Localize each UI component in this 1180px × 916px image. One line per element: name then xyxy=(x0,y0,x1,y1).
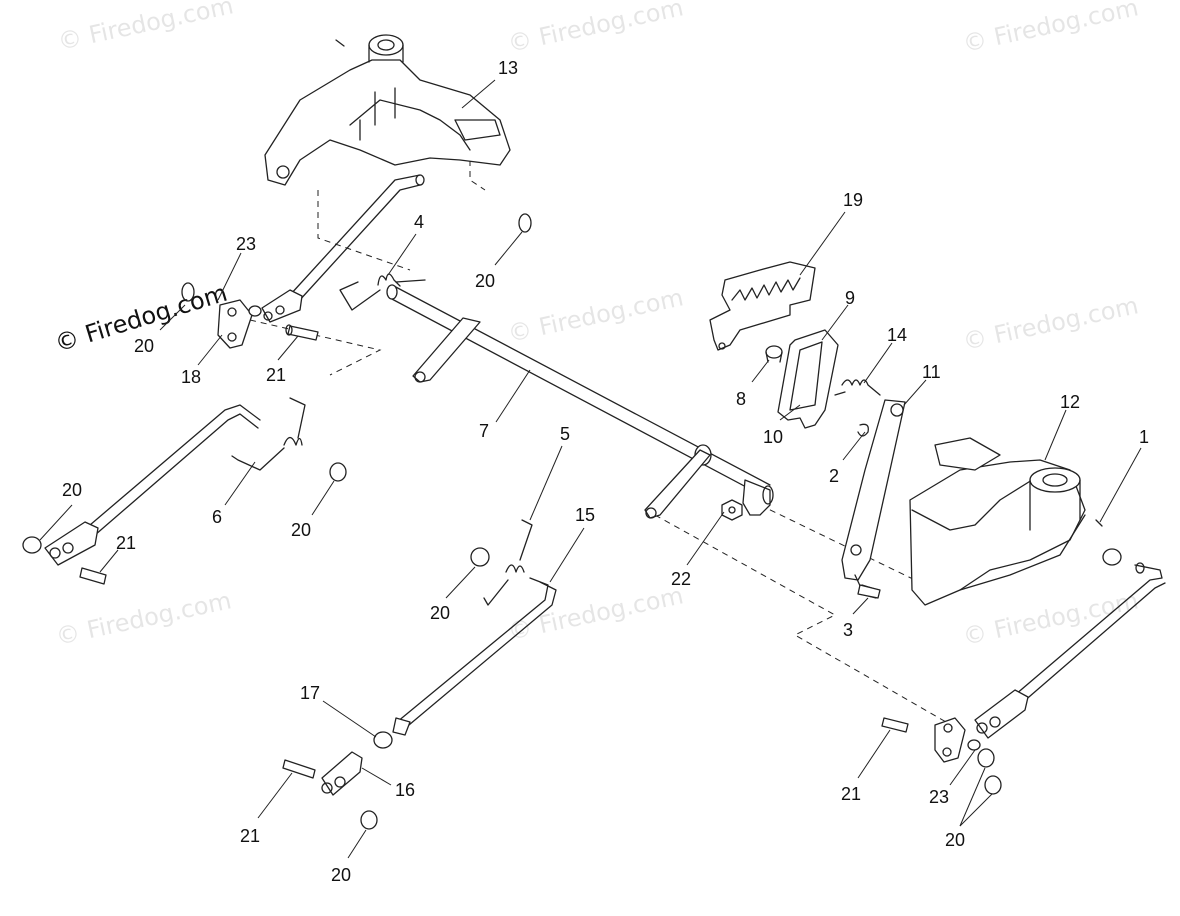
callout-20: 20 xyxy=(134,336,154,356)
rod-left xyxy=(22,404,261,566)
clevis-lower xyxy=(321,751,363,796)
watermark: © Firedog.com xyxy=(53,586,233,651)
callout-11: 11 xyxy=(922,362,941,382)
rod-right xyxy=(974,548,1166,739)
callout-10: 10 xyxy=(763,427,783,447)
watermark: © Firedog.com xyxy=(505,283,685,348)
callout-1: 1 xyxy=(1139,427,1149,447)
assembly-guides xyxy=(249,160,961,731)
bushing xyxy=(765,345,783,363)
pedal-spring xyxy=(834,379,881,396)
callout-21: 21 xyxy=(841,784,861,804)
retaining-ring xyxy=(181,282,195,302)
clevis-plate-right xyxy=(934,717,981,763)
torsion-spring-left xyxy=(231,397,306,471)
clevis-pin xyxy=(285,324,319,341)
callout-14: 14 xyxy=(887,325,907,345)
torsion-spring-upper xyxy=(339,273,426,311)
guide-line xyxy=(654,514,961,731)
retaining-ring xyxy=(329,462,347,482)
clevis-pin xyxy=(282,759,316,779)
watermark: © Firedog.com xyxy=(960,586,1140,651)
hairpin-clip xyxy=(857,423,869,437)
callout-3: 3 xyxy=(843,620,853,640)
callout-18: 18 xyxy=(181,367,201,387)
callout-16: 16 xyxy=(395,780,415,800)
callout-13: 13 xyxy=(498,58,518,78)
callout-20: 20 xyxy=(945,830,965,850)
retaining-ring xyxy=(984,775,1002,795)
jam-nut xyxy=(373,731,393,749)
callout-20: 20 xyxy=(62,480,82,500)
callout-6: 6 xyxy=(212,507,222,527)
rod-upper-left xyxy=(261,174,425,323)
callout-21: 21 xyxy=(240,826,260,846)
callout-20: 20 xyxy=(291,520,311,540)
bracket-right xyxy=(909,437,1103,606)
watermark: © Firedog.com xyxy=(960,291,1140,356)
callout-20: 20 xyxy=(475,271,495,291)
clevis-pin xyxy=(79,567,107,585)
callout-8: 8 xyxy=(736,389,746,409)
retaining-ring xyxy=(977,748,995,768)
watermark: © Firedog.com xyxy=(55,0,235,56)
leader-lines xyxy=(39,79,1142,859)
callout-20: 20 xyxy=(430,603,450,623)
callout-23: 23 xyxy=(236,234,256,254)
hex-nut xyxy=(721,499,743,521)
retaining-ring xyxy=(360,810,378,830)
clevis-plate-left xyxy=(217,299,262,349)
callout-21: 21 xyxy=(266,365,286,385)
bracket-left xyxy=(264,34,511,186)
guide-line xyxy=(469,160,486,191)
callout-15: 15 xyxy=(575,505,595,525)
torsion-spring-mid xyxy=(483,519,533,606)
rod-lower xyxy=(392,577,557,736)
callout-9: 9 xyxy=(845,288,855,308)
retaining-ring xyxy=(470,547,490,567)
pedal-pad xyxy=(777,329,839,429)
bolt xyxy=(857,584,881,599)
callout-7: 7 xyxy=(479,421,489,441)
watermark: © Firedog.com xyxy=(505,0,685,58)
toothed-plate xyxy=(709,261,816,351)
callout-4: 4 xyxy=(414,212,424,232)
callout-12: 12 xyxy=(1060,392,1080,412)
callout-17: 17 xyxy=(300,683,320,703)
callout-21: 21 xyxy=(116,533,136,553)
lever-arm xyxy=(841,399,906,599)
callout-20: 20 xyxy=(331,865,351,885)
guide-line xyxy=(317,190,411,271)
callout-19: 19 xyxy=(843,190,863,210)
callout-2: 2 xyxy=(829,466,839,486)
guide-line xyxy=(759,504,916,581)
callout-23: 23 xyxy=(929,787,949,807)
watermark: © Firedog.com xyxy=(505,581,685,646)
clevis-pin xyxy=(881,717,909,733)
retaining-ring xyxy=(518,213,532,233)
cross-shaft xyxy=(386,284,774,519)
callout-22: 22 xyxy=(671,569,691,589)
watermark: © Firedog.com xyxy=(960,0,1140,58)
callout-5: 5 xyxy=(560,424,570,444)
callout-labels: 13 4 23 20 20 18 21 7 6 20 20 21 5 15 20… xyxy=(62,58,1149,885)
